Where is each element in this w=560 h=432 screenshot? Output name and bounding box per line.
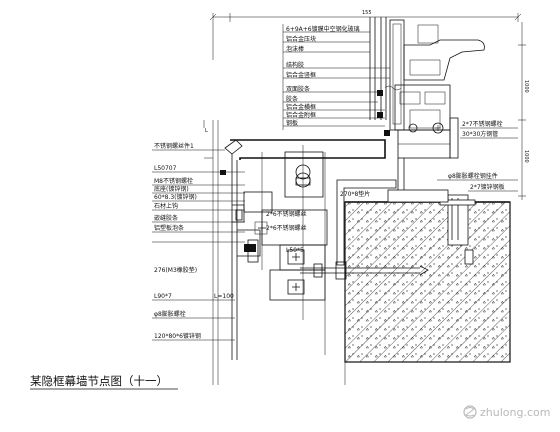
left-label-6: 嵌缝胶条 bbox=[154, 214, 178, 222]
dim-top-label: 155 bbox=[362, 10, 372, 16]
left-label-0: 不锈钢螺丝件1 bbox=[154, 142, 194, 150]
left-label-12: 120*80*6镀锌钢 bbox=[154, 332, 201, 340]
upper-labels: 6+9A+6镀膜中空钢化玻璃 铝合金压块 泡沫棒 结构胶 铝合金竖框 双面胶条 … bbox=[286, 25, 360, 127]
left-label-2: M8不锈钢螺栓 bbox=[154, 177, 193, 185]
upper-label-6: 胶条 bbox=[286, 95, 298, 103]
left-label-10: L=100 bbox=[214, 293, 234, 300]
left-label-4: 60*8.3(镀锌钢) bbox=[154, 193, 197, 201]
top-dimension: 155 bbox=[209, 10, 522, 60]
center-label-1: 2*6不锈钢螺丝 bbox=[266, 224, 307, 232]
right-label-0: 2*7不锈钢螺栓 bbox=[462, 120, 503, 128]
center-labels: 2*6不锈钢螺丝 2*6不锈钢螺丝 L50*5 270*8垫片 bbox=[266, 190, 370, 254]
left-labels: 不锈钢螺丝件1 L50707 M8不锈钢螺栓 底座(镀锌钢) 60*8.3(镀锌… bbox=[154, 142, 234, 340]
left-label-9: L90*7 bbox=[154, 293, 172, 300]
title-text: 某隐框幕墙节点图（十一） bbox=[30, 374, 168, 388]
upper-label-3: 结构胶 bbox=[286, 61, 304, 69]
upper-label-0: 6+9A+6镀膜中空钢化玻璃 bbox=[286, 25, 360, 33]
right-label-3: 2*7镀锌钢板 bbox=[470, 183, 505, 191]
upper-label-4: 铝合金竖框 bbox=[286, 71, 316, 79]
left-label-5: 石材上钩 bbox=[154, 202, 178, 210]
left-section: L bbox=[203, 120, 261, 385]
watermark: zhulong.com bbox=[463, 405, 550, 419]
upper-label-5: 双面胶条 bbox=[286, 85, 310, 93]
watermark-text: zhulong.com bbox=[480, 406, 550, 419]
upper-label-9: 钢板 bbox=[286, 119, 298, 127]
upper-label-1: 铝合金压块 bbox=[286, 35, 316, 43]
right-label-2: φ8膨胀螺栓钢挂件 bbox=[448, 172, 498, 180]
center-label-2: L50*5 bbox=[286, 247, 304, 254]
dim-right-upper: 1000 bbox=[523, 80, 529, 93]
steel-bracket bbox=[243, 145, 397, 355]
left-label-1: L50707 bbox=[154, 165, 177, 172]
upper-label-7: 铝合金横框 bbox=[286, 103, 316, 111]
svg-text:L: L bbox=[205, 128, 208, 134]
glass-frame-assembly bbox=[369, 17, 485, 200]
left-label-3: 底座(镀锌钢) bbox=[154, 185, 189, 193]
dim-right-lower: 1000 bbox=[523, 150, 529, 163]
left-label-8: 276(M3橡胶垫) bbox=[154, 266, 197, 274]
left-label-11: φ8膨胀螺栓 bbox=[154, 310, 186, 318]
concrete-wall bbox=[344, 189, 511, 385]
center-label-0: 2*6不锈钢螺丝 bbox=[266, 210, 307, 218]
upper-label-8: 铝合金附框 bbox=[286, 111, 316, 119]
slab-cap bbox=[204, 139, 386, 360]
drawing-title: 某隐框幕墙节点图（十一） bbox=[30, 374, 178, 390]
left-label-7: 铝塑板泡条 bbox=[154, 224, 184, 232]
right-labels: 2*7不锈钢螺栓 30*30方钢管 φ8膨胀螺栓钢挂件 2*7镀锌钢板 bbox=[448, 120, 505, 191]
center-label-3: 270*8垫片 bbox=[340, 190, 370, 198]
right-label-1: 30*30方钢管 bbox=[462, 130, 498, 138]
leader-lines bbox=[152, 24, 518, 341]
right-dimension: 1000 1000 bbox=[518, 22, 529, 200]
upper-label-2: 泡沫棒 bbox=[286, 45, 304, 53]
